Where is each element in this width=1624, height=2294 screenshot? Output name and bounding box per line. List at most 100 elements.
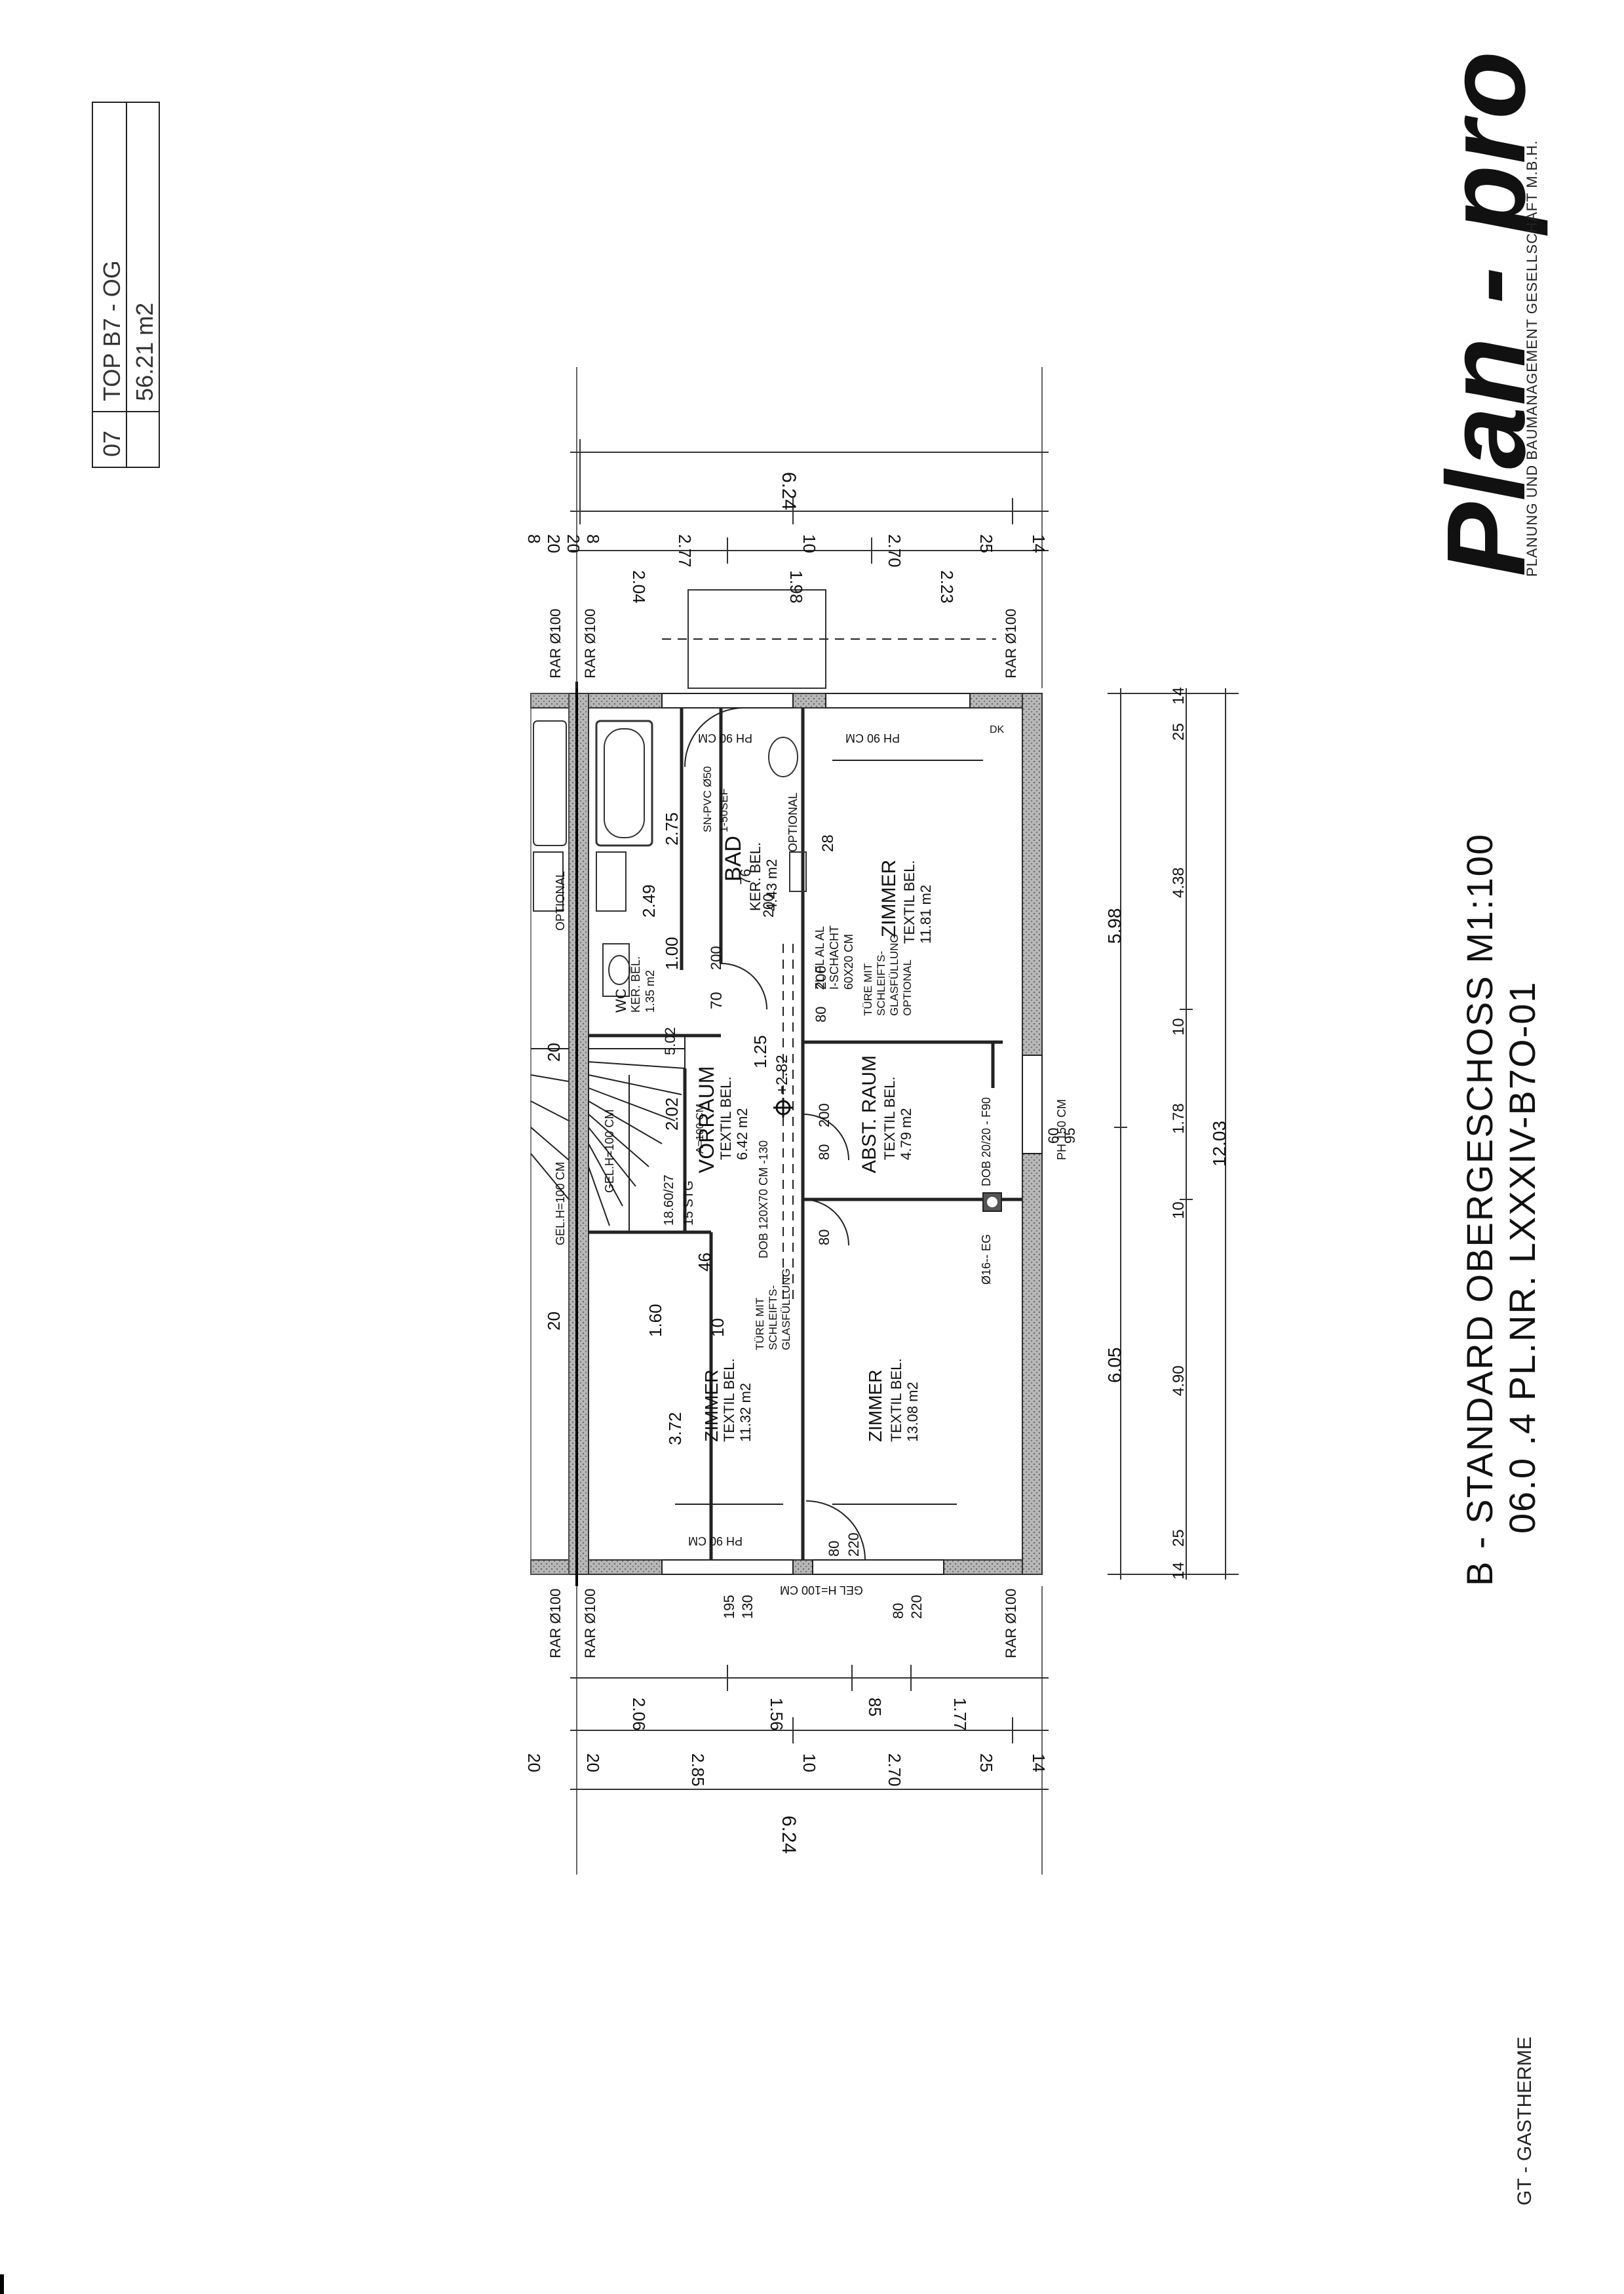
box-divider bbox=[126, 103, 127, 467]
dim-inner: 5.02 bbox=[662, 1027, 678, 1055]
dim-bottom: 80 bbox=[890, 1603, 906, 1619]
room-name: ZIMMER bbox=[701, 1369, 722, 1442]
room-floor: KER. BEL. bbox=[629, 956, 642, 1013]
scan-mark bbox=[0, 2274, 4, 2294]
dim-inner: 20 bbox=[544, 1043, 564, 1062]
dim-right: 10 bbox=[1170, 1201, 1188, 1219]
room-floor: TEXTIL BEL. bbox=[718, 1076, 734, 1160]
dim-inner: 1.60 bbox=[646, 1304, 665, 1337]
dim-right: 1.78 bbox=[1170, 1103, 1188, 1134]
dimension-lines-right bbox=[1108, 688, 1239, 1580]
dim-inner: 80 bbox=[816, 1229, 832, 1245]
room-area: 4.79 m2 bbox=[898, 1108, 914, 1161]
box-divider bbox=[93, 411, 159, 412]
drawing-title: B - STANDARD OBERGESCHOSS M1:100 bbox=[1459, 833, 1500, 1586]
windows bbox=[661, 693, 1043, 1575]
stair-dimension: 18.60/27 bbox=[662, 1175, 676, 1226]
dob-label: DOB 120X70 CM -130 bbox=[757, 1140, 770, 1258]
dashed-lines bbox=[662, 638, 996, 1304]
dim-bottom: 25 bbox=[976, 1753, 996, 1772]
room-area: 11.81 m2 bbox=[918, 884, 934, 944]
window-height-label: PH 90 CM bbox=[688, 1534, 743, 1547]
dim-inner: 1.25 bbox=[750, 1035, 770, 1068]
dim-bottom: 1.56 bbox=[767, 1698, 786, 1731]
dim-bottom: 20 bbox=[583, 1753, 603, 1772]
dim-bottom: 2.70 bbox=[885, 1753, 904, 1787]
rar-label: RAR Ø100 bbox=[547, 608, 564, 678]
dim-inner: 80 bbox=[813, 1006, 829, 1022]
dim-inner: 80 bbox=[826, 1540, 842, 1557]
dim-right: 5.98 bbox=[1104, 908, 1125, 944]
dim-bottom: 130 bbox=[739, 1595, 756, 1619]
wall-party bbox=[568, 693, 589, 1575]
door-note: TÜRE MIT SCHLEIFTS- GLASFÜLLUNG bbox=[754, 1268, 792, 1350]
dim-inner: 46 bbox=[695, 1253, 714, 1272]
dim-bottom: 195 bbox=[721, 1595, 737, 1619]
drawing-number: 06.0 .4 PL.NR. LXXXIV-B7O-01 bbox=[1501, 981, 1543, 1534]
staircase bbox=[530, 1035, 686, 1233]
dim-right-total: 12.03 bbox=[1209, 1120, 1229, 1167]
pipe-label: SN-PVC Ø50 bbox=[701, 766, 714, 832]
logo-tagline: PLANUNG UND BAUMANAGEMENT GESELLSCHAFT M… bbox=[1524, 140, 1540, 577]
room-name: ABST. RAUM bbox=[859, 1055, 880, 1173]
dim-inner: 76 bbox=[737, 868, 754, 885]
dim-bottom: 14 bbox=[1029, 1753, 1049, 1772]
dim-inner: 70 bbox=[708, 992, 725, 1009]
dim-top: 2.70 bbox=[885, 534, 904, 568]
dim-inner: 60 bbox=[1045, 1127, 1062, 1144]
dim-inner: 1.00 bbox=[662, 937, 682, 970]
dim-right: 4.90 bbox=[1170, 1365, 1188, 1396]
partitions bbox=[589, 708, 1022, 1560]
room-name: WC bbox=[613, 988, 629, 1013]
gel-label: GEL.H=100 CM bbox=[554, 1161, 567, 1245]
dim-right: 14 bbox=[1170, 1562, 1188, 1580]
door-note: TÜRE MIT SCHLEIFTS- GLASFÜLLUNG OPTIONAL bbox=[862, 934, 914, 1016]
dim-top: 2.04 bbox=[629, 570, 649, 604]
dim-inner: 28 bbox=[819, 834, 837, 852]
balcony bbox=[687, 589, 826, 689]
room-name: ZIMMER bbox=[878, 859, 900, 937]
dim-top: 25 bbox=[976, 534, 996, 553]
room-floor: TEXTIL BEL. bbox=[721, 1358, 737, 1442]
room-area: 11.32 m2 bbox=[737, 1382, 754, 1442]
dim-inner: 2.75 bbox=[662, 812, 682, 846]
dim-inner: 10 bbox=[708, 1318, 727, 1337]
dim-top: 20 bbox=[544, 534, 564, 553]
dim-right: 14 bbox=[1170, 687, 1188, 705]
gas-heater-label: Ø16-- EG bbox=[980, 1234, 993, 1285]
legend-gastherme: GT - GASTHERME bbox=[1514, 2036, 1536, 2206]
dim-inner: 200 bbox=[708, 946, 724, 970]
dim-inner: 200 bbox=[816, 1103, 832, 1127]
dim-top: 2.77 bbox=[675, 534, 695, 568]
dim-right: 10 bbox=[1170, 1018, 1188, 1036]
room-area: 13.08 m2 bbox=[904, 1382, 921, 1442]
dim-inner: 200 bbox=[813, 965, 829, 990]
dimension-lines-top bbox=[570, 439, 1049, 564]
dim-inner: 220 bbox=[845, 1532, 862, 1557]
dim-bottom: 2.85 bbox=[688, 1753, 708, 1787]
dimension-lines-bottom bbox=[570, 1665, 1049, 1790]
dim-inner: 80 bbox=[816, 1144, 832, 1160]
dim-top: 8 bbox=[524, 534, 544, 544]
dim-top: 14 bbox=[1029, 534, 1049, 553]
dim-right: 6.05 bbox=[1104, 1347, 1125, 1384]
room-floor: TEXTIL BEL. bbox=[888, 1358, 904, 1442]
rar-label: RAR Ø100 bbox=[1003, 1588, 1019, 1658]
window-height-label: PH 90 CM bbox=[845, 731, 900, 745]
dim-bottom: 220 bbox=[908, 1595, 925, 1619]
dim-inner: 95 bbox=[1062, 1127, 1078, 1144]
dim-inner: 20 bbox=[544, 1312, 564, 1331]
dim-inner: 2.49 bbox=[639, 884, 659, 918]
dim-top: 1.98 bbox=[786, 570, 806, 604]
neighbour-strip bbox=[530, 693, 570, 1575]
dim-top: 10 bbox=[800, 534, 819, 553]
dim-bottom: 1.77 bbox=[950, 1698, 970, 1731]
sanitary-fixtures bbox=[533, 737, 807, 997]
dob-label: DOB 20/20 - F90 bbox=[980, 1097, 993, 1186]
dim-top: 2.23 bbox=[937, 570, 957, 604]
room-floor: TEXTIL BEL. bbox=[901, 860, 918, 944]
room-area: 1.35 m2 bbox=[644, 969, 657, 1013]
gel-label: GEL H=100 CM bbox=[780, 1584, 863, 1597]
dim-bottom: 2.06 bbox=[629, 1698, 649, 1731]
stair-count: 15 STG bbox=[682, 1180, 696, 1226]
